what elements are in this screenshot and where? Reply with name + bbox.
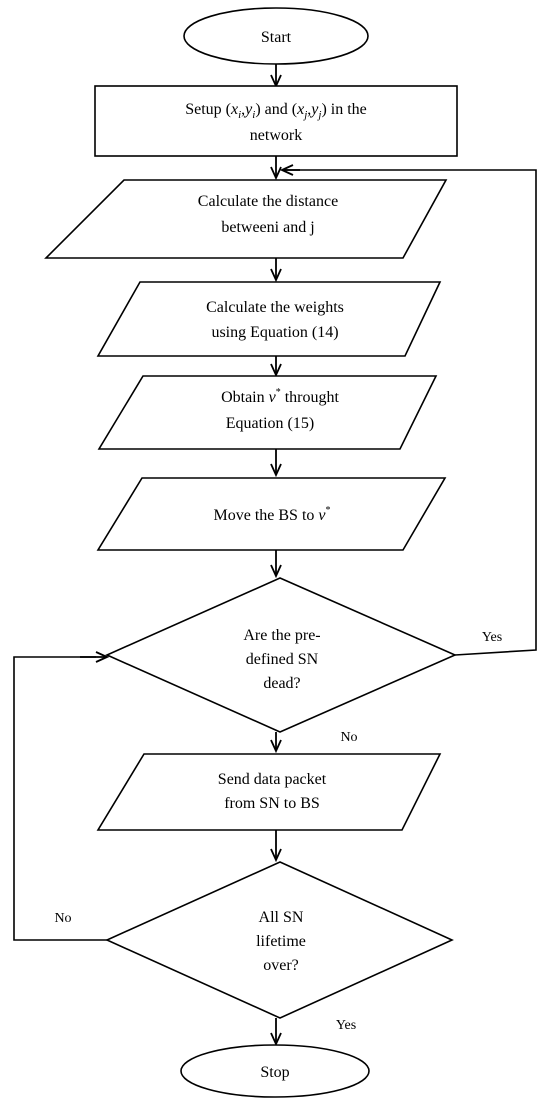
- setup-line1: Setup (xi,yi) and (xj,yj) in the: [185, 101, 367, 121]
- decision-lifetime-line2: lifetime: [256, 933, 306, 950]
- send-line2: from SN to BS: [224, 795, 320, 812]
- decision-dead-line2: defined SN: [246, 651, 319, 668]
- stop-terminal: [180, 1044, 370, 1098]
- start-label: Start: [261, 29, 292, 46]
- obtain-line1: Obtain ν* throught: [221, 387, 339, 406]
- yes-lifetime-label: Yes: [336, 1018, 356, 1033]
- calc-weights-line2: using Equation (14): [211, 324, 338, 341]
- move-io: [96, 477, 447, 551]
- send-line1: Send data packet: [218, 771, 327, 788]
- send-data-io: [96, 753, 442, 831]
- decision-lifetime: [105, 861, 454, 1019]
- yes-loop-line: [282, 169, 537, 656]
- calc-weights-line1: Calculate the weights: [206, 299, 344, 316]
- obtain-line2: Equation (15): [226, 415, 314, 432]
- setup-line2: network: [250, 127, 302, 144]
- yes-dead-label: Yes: [482, 630, 502, 645]
- calc-weights-io: [96, 281, 442, 357]
- decision-dead-line1: Are the pre-: [243, 627, 320, 644]
- decision-lifetime-line1: All SN: [259, 909, 304, 926]
- decision-lifetime-line3: over?: [263, 957, 299, 974]
- obtain-io: [97, 375, 438, 450]
- decision-dead-line3: dead?: [263, 675, 300, 692]
- stop-label: Stop: [260, 1064, 289, 1081]
- decision-dead: [105, 577, 457, 733]
- no-dead-label: No: [340, 730, 357, 745]
- setup-process: [94, 85, 458, 157]
- calc-distance-line2: betweeni and j: [221, 219, 314, 236]
- no-lifetime-label: No: [54, 911, 71, 926]
- no-loop-line: [13, 656, 107, 941]
- move-line: Move the BS to ν*: [214, 505, 331, 524]
- calc-distance-io: [44, 179, 448, 259]
- calc-distance-line1: Calculate the distance: [198, 193, 338, 210]
